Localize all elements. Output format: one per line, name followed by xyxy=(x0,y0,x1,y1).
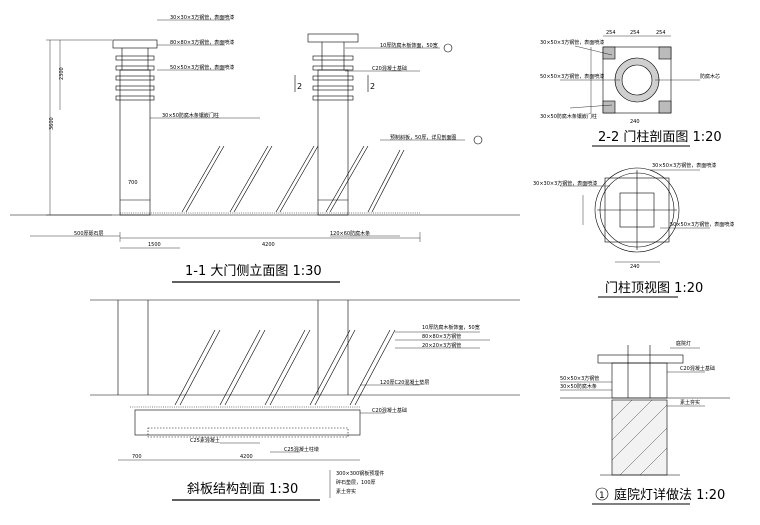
dim-text: 254 xyxy=(656,30,666,36)
dim-text: 700 xyxy=(132,454,142,460)
dim-text: 1500 xyxy=(148,242,161,248)
left-slat xyxy=(115,85,155,91)
detail-number: 1 xyxy=(599,491,605,501)
annotation: C25素混凝土 xyxy=(190,437,220,444)
right-slat xyxy=(312,95,354,101)
left-slat xyxy=(115,75,155,81)
annotation: 10厚防腐木板饰面，50宽 xyxy=(422,324,480,331)
pillar-section-2-2 xyxy=(560,35,700,114)
footing-hatch xyxy=(611,399,668,476)
lamp-post xyxy=(611,362,668,399)
right-pillar xyxy=(317,69,349,216)
title-section: 斜板结构剖面 1:30 xyxy=(187,482,298,497)
annotation: 素土夯实 xyxy=(680,399,700,406)
corner-tube xyxy=(658,100,672,114)
left-slat xyxy=(115,95,155,101)
annotation: 10厚防腐木板饰面，50宽 xyxy=(380,42,438,49)
annotation: 30×30×3方钢管，表面喷漆 xyxy=(170,14,234,21)
annotation: 防腐木芯 xyxy=(700,73,720,80)
annotation: C25混凝土柱墩 xyxy=(284,446,319,453)
left-pillar xyxy=(119,69,151,216)
annotation: C20混凝土基础 xyxy=(372,65,407,72)
leader-lines xyxy=(30,19,465,237)
right-slat xyxy=(312,55,354,61)
dim-text: 240 xyxy=(630,264,640,270)
annotation: 50×50×3方钢管，表面喷漆 xyxy=(170,64,234,71)
dim-text: 2300 xyxy=(59,67,65,80)
right-slat xyxy=(312,85,354,91)
annotation: 20×20×3方钢管 xyxy=(422,342,461,349)
left-slat xyxy=(115,55,155,61)
annotation: 120厚C20混凝土垫层 xyxy=(380,379,429,386)
leader-lines xyxy=(220,331,490,498)
dim-text: 4200 xyxy=(240,454,253,460)
title-pillar-top: 门柱顶视图 1:20 xyxy=(605,281,703,296)
right-slat xyxy=(312,75,354,81)
annotation: C20混凝土基础 xyxy=(372,407,407,414)
footing xyxy=(134,409,361,436)
leader-lines xyxy=(560,45,700,109)
section-mark-label: 2 xyxy=(297,82,302,91)
corner-tube xyxy=(658,46,672,60)
right-slat xyxy=(312,65,354,71)
inclined-slabs xyxy=(181,145,405,213)
dim-text: 254 xyxy=(630,30,640,36)
dim-text: 4200 xyxy=(262,242,275,248)
corner-tube xyxy=(602,100,616,114)
lamp-footing xyxy=(611,399,668,476)
title-pillar-section: 2-2 门柱剖面图 1:20 xyxy=(598,130,722,145)
annotation: 50×50×3方钢管 xyxy=(560,375,599,382)
callout-circle xyxy=(443,43,453,53)
garden-lamp-detail xyxy=(560,345,730,501)
title-elevation: 1-1 大门侧立面图 1:30 xyxy=(185,264,322,279)
gate-side-elevation xyxy=(10,19,520,249)
annotation: 30×50防腐木条 xyxy=(560,383,597,390)
callout-circle xyxy=(473,135,483,145)
corner-tube xyxy=(602,46,616,60)
section-slabs xyxy=(174,329,396,406)
annotation: 30×30×3方钢管，表面喷漆 xyxy=(533,180,597,187)
dim-text: 3600 xyxy=(49,117,55,130)
section-mark-label: 2 xyxy=(370,82,375,91)
lamp-head xyxy=(597,354,684,364)
annotation: 30×50防腐木条镶嵌门柱 xyxy=(540,113,597,120)
annotation: 素土夯实 xyxy=(336,488,356,495)
annotation: 80×80×3方钢管，表面喷漆 xyxy=(170,39,234,46)
annotation: 50×50×3方钢管，表面喷漆 xyxy=(540,73,604,80)
annotation: 30×50×3方钢管，表面喷漆 xyxy=(652,162,716,169)
dim-text: 700 xyxy=(128,180,138,186)
annotation: 120×60防腐木条 xyxy=(330,230,370,237)
title-lamp: 庭院灯详做法 1:20 xyxy=(614,487,725,503)
dim-text: 254 xyxy=(606,30,616,36)
annotation: 30×50防腐木条镶嵌门柱 xyxy=(162,112,219,119)
annotation: 500厚砾石层 xyxy=(74,230,104,237)
annotation: 80×80×3方钢管 xyxy=(422,333,461,340)
annotation: 30×50×3方钢管，表面喷漆 xyxy=(540,39,604,46)
top-ring-outer xyxy=(594,167,680,253)
slab-structure-section xyxy=(90,299,520,498)
gravel-bed xyxy=(147,427,349,438)
annotation: 预制斜板，50厚，详见剖面图 xyxy=(390,134,456,141)
detail-number-circle xyxy=(595,487,609,501)
right-pillar-cap xyxy=(307,33,359,43)
annotation: C20混凝土基础 xyxy=(680,365,715,372)
annotation: 碎石垫层，100厚 xyxy=(336,479,376,486)
annotation: 240 xyxy=(630,119,640,125)
pillar-top-view xyxy=(560,167,710,263)
annotation: 300×300钢板预埋件 xyxy=(336,470,384,477)
left-pillar-cap xyxy=(112,39,158,49)
left-slat xyxy=(115,65,155,71)
annotation: 庭院灯 xyxy=(676,340,691,347)
annotation: 50×50×3方钢管，表面喷漆 xyxy=(670,221,734,228)
pillar-core-inner xyxy=(621,64,653,96)
leader-lines xyxy=(560,347,705,407)
leader-lines xyxy=(560,169,710,229)
